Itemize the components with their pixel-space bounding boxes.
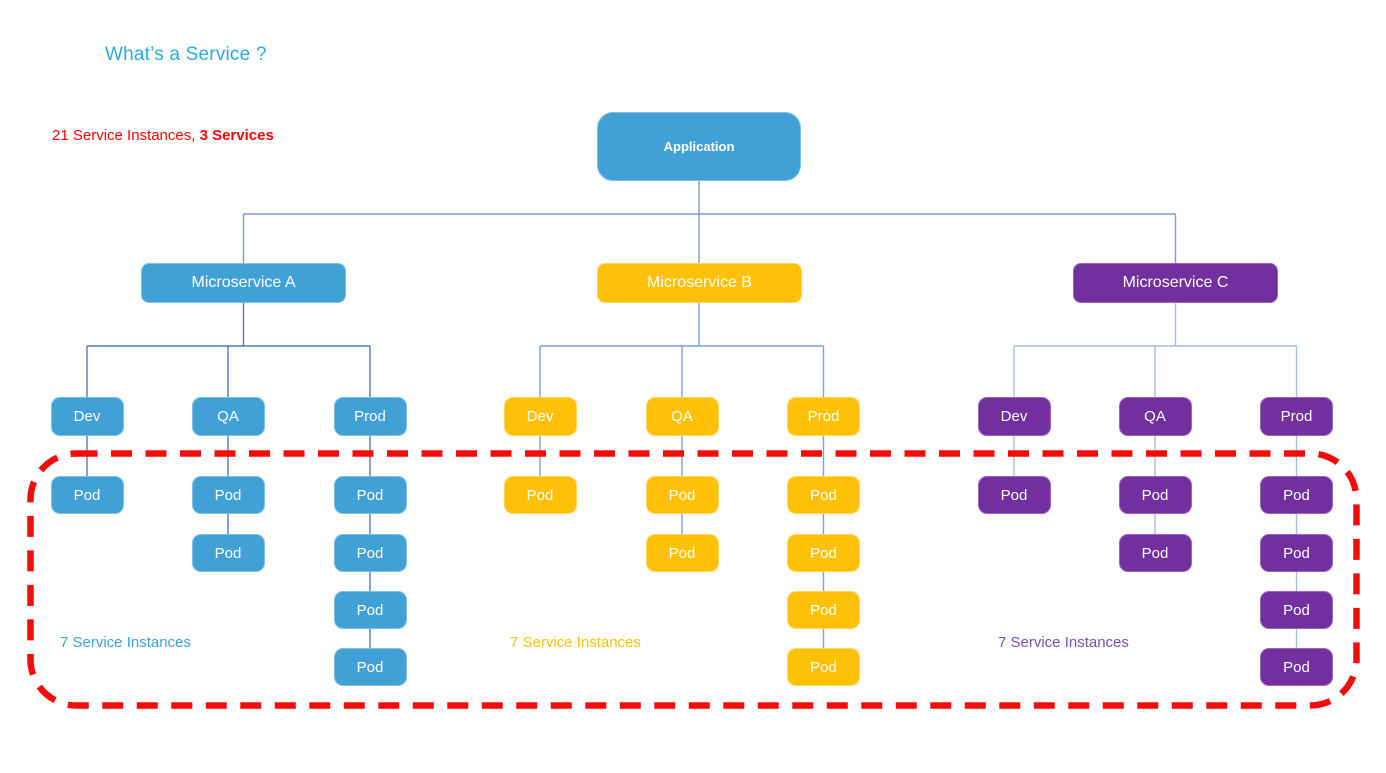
ms-c-instances-label: 7 Service Instances (998, 634, 1129, 651)
instances-summary-bold: 3 Services (199, 127, 274, 144)
microservice-c-node: Microservice C (1073, 263, 1278, 303)
ms-c-prod-node: Prod (1260, 397, 1333, 436)
ms-c-prod-pod-2: Pod (1260, 534, 1333, 572)
instances-summary: 21 Service Instances, 3 Services (52, 127, 274, 144)
ms-c-prod-pod-1: Pod (1260, 476, 1333, 514)
ms-b-prod-pod-1: Pod (787, 476, 860, 514)
microservice-a-node: Microservice A (141, 263, 346, 303)
ms-b-qa-pod-1: Pod (645, 476, 719, 514)
ms-b-qa-pod-2: Pod (645, 534, 719, 572)
ms-b-prod-pod-4: Pod (787, 648, 860, 686)
ms-c-qa-pod-2: Pod (1118, 534, 1192, 572)
ms-c-dev-pod-1: Pod (977, 476, 1051, 514)
ms-a-qa-pod-1: Pod (191, 476, 265, 514)
ms-a-prod-pod-4: Pod (333, 648, 407, 686)
application-node: Application (597, 112, 801, 181)
ms-a-qa-pod-2: Pod (191, 534, 265, 572)
ms-b-prod-pod-3: Pod (787, 591, 860, 629)
ms-a-dev-node: Dev (50, 397, 124, 436)
page-title: What’s a Service ? (105, 44, 267, 65)
ms-c-qa-node: QA (1118, 397, 1192, 436)
ms-b-dev-node: Dev (503, 397, 577, 436)
ms-b-prod-pod-2: Pod (787, 534, 860, 572)
ms-a-dev-pod-1: Pod (50, 476, 124, 514)
ms-c-qa-pod-1: Pod (1118, 476, 1192, 514)
ms-a-prod-node: Prod (333, 397, 407, 436)
ms-b-instances-label: 7 Service Instances (510, 634, 641, 651)
ms-c-dev-node: Dev (977, 397, 1051, 436)
ms-c-prod-pod-3: Pod (1260, 591, 1333, 629)
ms-a-prod-pod-3: Pod (333, 591, 407, 629)
instances-summary-prefix: 21 Service Instances, (52, 127, 200, 144)
ms-a-prod-pod-1: Pod (333, 476, 407, 514)
ms-b-qa-node: QA (645, 397, 719, 436)
ms-c-prod-pod-4: Pod (1260, 648, 1333, 686)
microservice-b-node: Microservice B (597, 263, 802, 303)
ms-a-prod-pod-2: Pod (333, 534, 407, 572)
ms-b-dev-pod-1: Pod (503, 476, 577, 514)
ms-b-prod-node: Prod (787, 397, 860, 436)
ms-a-qa-node: QA (191, 397, 265, 436)
ms-a-instances-label: 7 Service Instances (60, 634, 191, 651)
